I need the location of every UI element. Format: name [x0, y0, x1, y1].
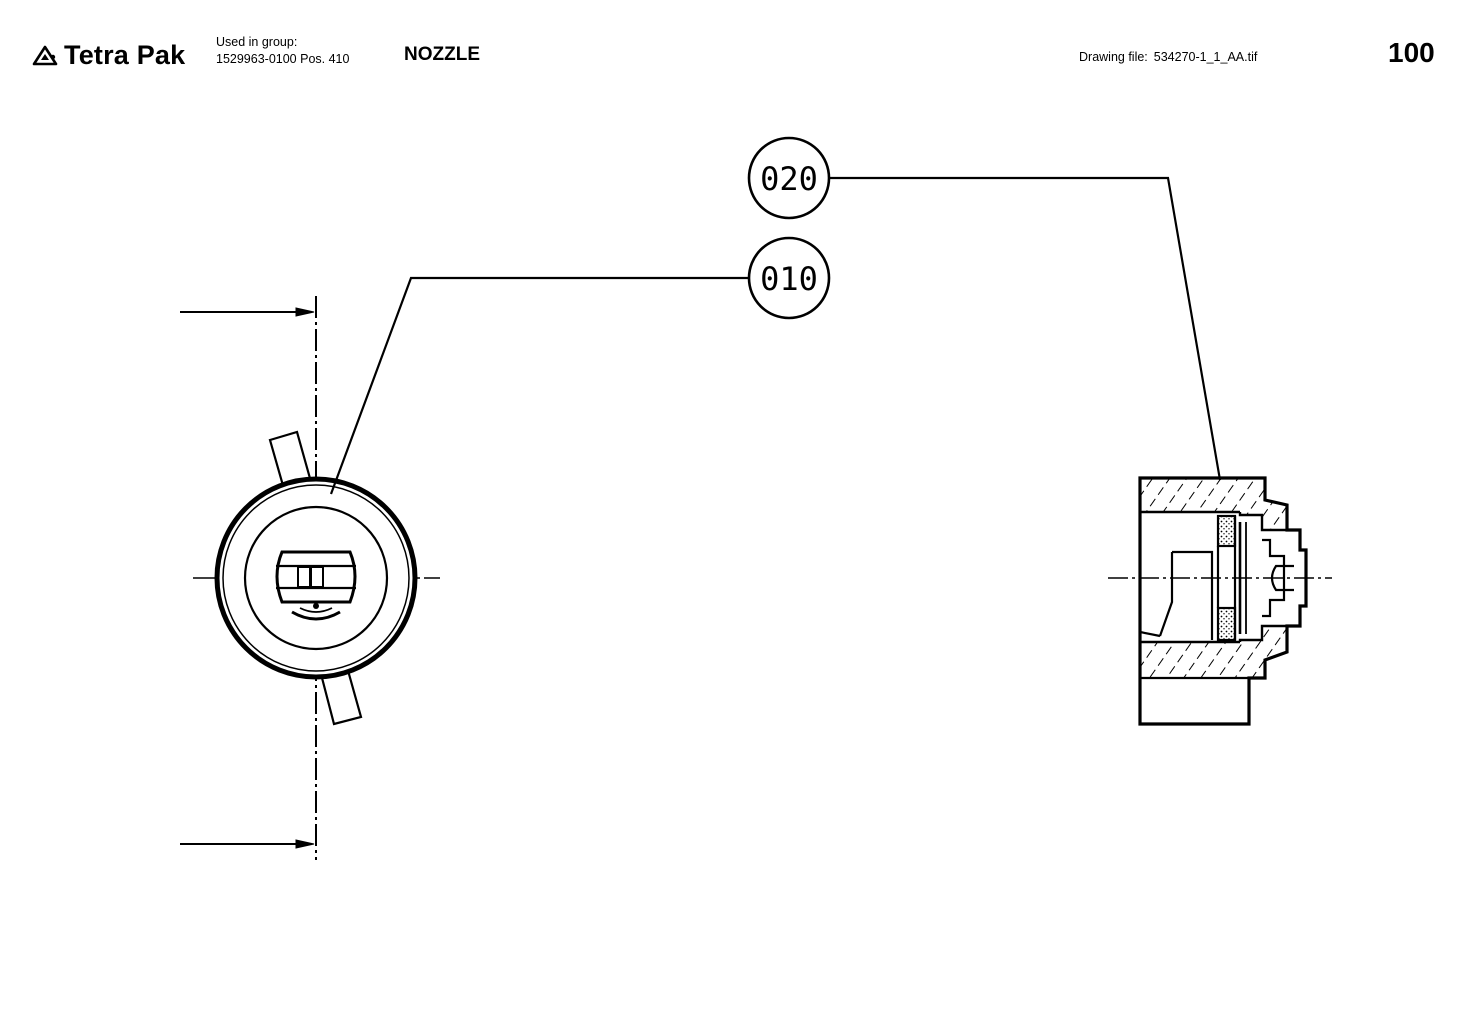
callout-010: 010 — [747, 236, 831, 320]
tetra-pak-triangle-icon — [32, 45, 58, 66]
part-title: NOZZLE — [404, 44, 480, 65]
used-in-group: Used in group: 1529963-0100 Pos. 410 — [216, 34, 349, 68]
callout-010-label: 010 — [760, 260, 818, 298]
callout-020: 020 — [747, 136, 831, 220]
used-in-group-label: Used in group: — [216, 35, 298, 49]
page-number: 100 — [1388, 37, 1435, 68]
brand-name: Tetra Pak — [64, 39, 186, 70]
drawing-file-name: 534270-1_1_AA.tif — [1153, 50, 1258, 64]
nozzle-section-view — [830, 176, 1332, 726]
callout-020-label: 020 — [760, 160, 818, 198]
group-reference: 1529963-0100 Pos. 410 — [216, 52, 350, 66]
nozzle-front-view — [180, 276, 750, 860]
brand-logo: Tetra Pak — [32, 38, 185, 72]
drawing-file: Drawing file: 534270-1_1_AA.tif — [1079, 50, 1257, 64]
drawing-file-label: Drawing file: — [1079, 50, 1148, 64]
